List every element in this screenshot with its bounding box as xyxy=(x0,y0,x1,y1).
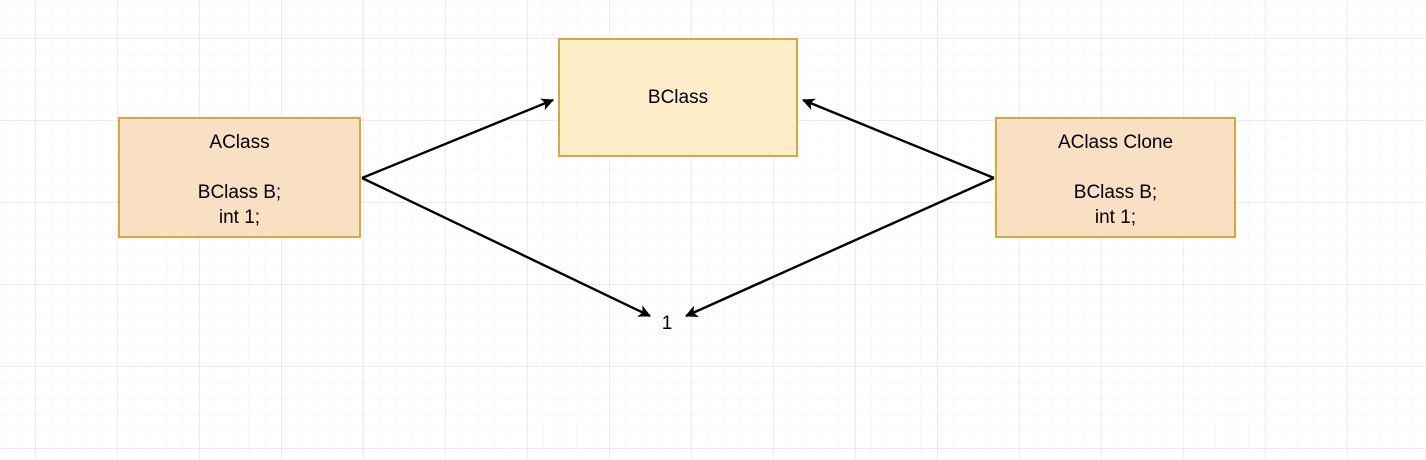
node-bclass[interactable]: BClass xyxy=(558,38,798,157)
edge-aclass-clone-to-one xyxy=(685,176,995,318)
edge-aclass-to-bclass xyxy=(361,98,554,180)
edge-label-shared-int: 1 xyxy=(661,313,673,334)
node-aclass-clone[interactable]: AClass Clone BClass B; int 1; xyxy=(995,117,1236,238)
node-aclass[interactable]: AClass BClass B; int 1; xyxy=(118,117,361,238)
edge-aclass-clone-to-bclass xyxy=(802,98,995,180)
node-aclass-title: AClass xyxy=(209,132,270,153)
node-aclass-clone-body: BClass B; int 1; xyxy=(1073,182,1158,229)
node-aclass-body: BClass B; int 1; xyxy=(197,182,282,229)
edge-aclass-to-one xyxy=(361,176,651,318)
node-bclass-title: BClass xyxy=(647,86,709,108)
node-aclass-clone-title: AClass Clone xyxy=(1057,132,1174,153)
